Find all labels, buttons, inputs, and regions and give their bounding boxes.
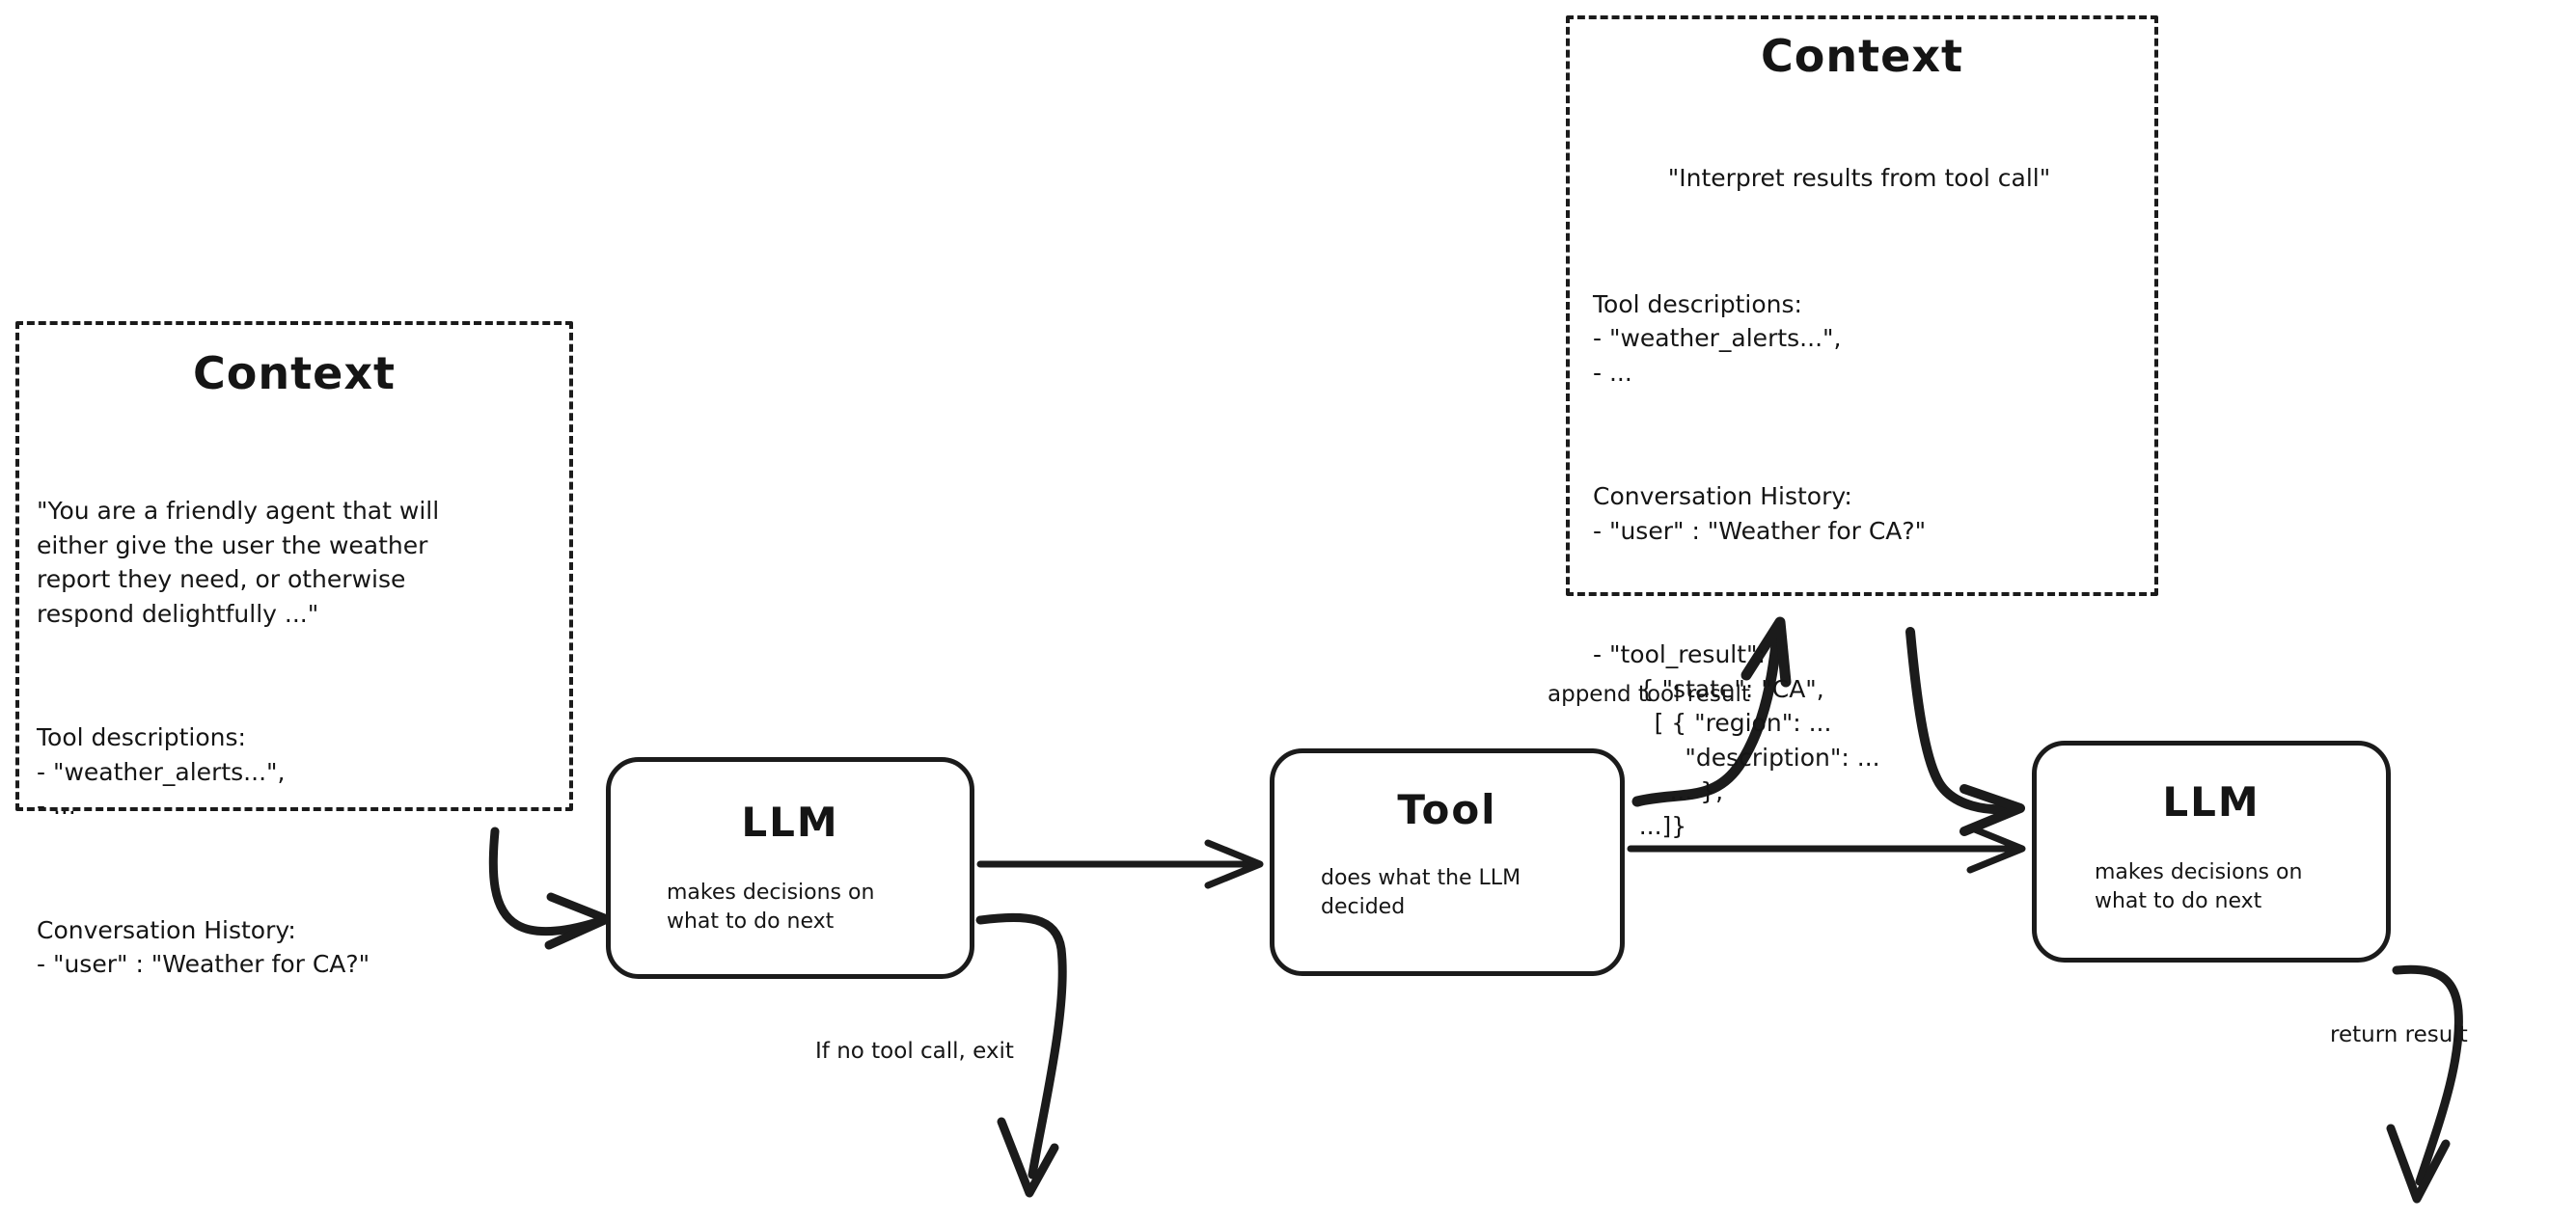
context-right-tool-descriptions: Tool descriptions: - "weather_alerts..."… [1593,289,1842,387]
node-llm-second-title: LLM [2162,778,2261,826]
context-right-title: Context [1761,30,1963,82]
edge-llm2-return [2386,964,2463,1204]
edge-label-return-result: return result [2330,1022,2468,1047]
edge-label-append-tool-result: append tool result [1548,682,1750,707]
node-llm-first[interactable]: LLM makes decisions on what to do next [606,757,974,979]
node-llm-first-title: LLM [741,799,839,846]
context-left-title: Context [193,347,396,399]
node-tool-subtitle: does what the LLM decided [1321,866,1521,919]
context-left-body: "You are a friendly agent that will eith… [37,425,538,1050]
context-box-left: Context "You are a friendly agent that w… [15,321,573,978]
node-tool[interactable]: Tool does what the LLM decided [1270,748,1625,976]
edge-llm1-to-tool [976,839,1264,889]
context-left-tool-descriptions: Tool descriptions: - "weather_alerts..."… [37,723,286,821]
node-llm-second[interactable]: LLM makes decisions on what to do next [2032,741,2391,963]
context-left-conversation-history: Conversation History: - "user" : "Weathe… [37,915,370,979]
context-right-lead: "Interpret results from tool call" [1667,164,2051,193]
context-left-system-prompt: "You are a friendly agent that will eith… [37,497,440,628]
node-tool-title: Tool [1397,786,1497,833]
node-llm-second-subtitle: makes decisions on what to do next [2095,860,2303,913]
context-right-conversation-history: Conversation History: - "user" : "Weathe… [1593,482,1927,545]
context-box-right: Context "Interpret results from tool cal… [1566,15,2158,840]
edge-label-exit: If no tool call, exit [815,1039,1014,1064]
node-llm-first-subtitle: makes decisions on what to do next [667,881,875,934]
